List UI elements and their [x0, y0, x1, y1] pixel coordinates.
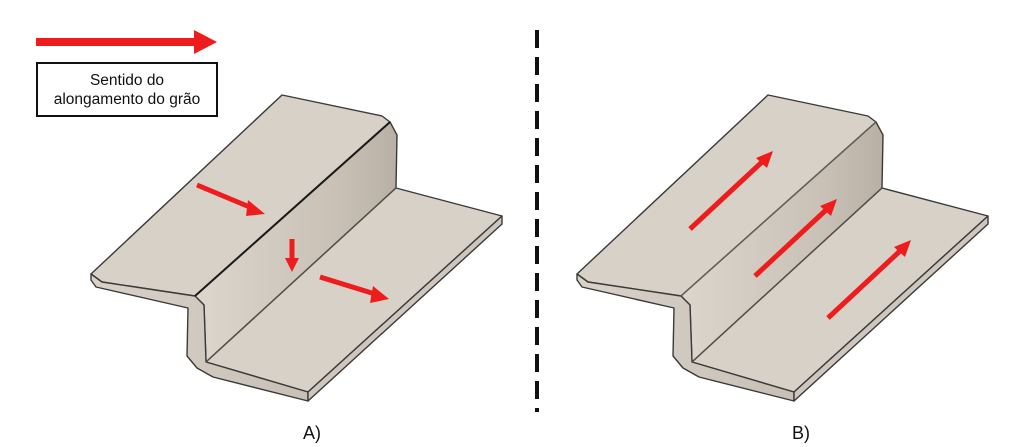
part-b-arrow-lower [826, 240, 911, 320]
part-a [90, 94, 503, 402]
part-b-arrow-wall [753, 199, 837, 278]
legend-text-line2: alongamento do grão [53, 90, 201, 108]
part-a-grain-arrows [196, 182, 389, 303]
part-b-bend-line [680, 121, 877, 297]
part-b-grain-arrows [688, 151, 911, 320]
part-b-lower-flange-edge [793, 215, 989, 402]
part-a-bend-line [194, 121, 391, 297]
panel-label-a: A) [303, 423, 321, 443]
legend-arrow [36, 30, 217, 54]
part-b-arrow-top [688, 151, 773, 231]
part-a-arrow-wall [285, 239, 299, 272]
part-a-arrow-top [196, 182, 265, 216]
part-b-front-edge [576, 273, 795, 402]
part-a-front-edge [90, 273, 309, 402]
legend-text-line1: Sentido do [89, 71, 165, 89]
part-a-arrow-lower [319, 274, 389, 303]
legend-box: Sentido do alongamento do grão [36, 62, 218, 117]
panel-label-b: B) [792, 423, 810, 443]
part-a-lower-flange-edge [307, 215, 503, 402]
